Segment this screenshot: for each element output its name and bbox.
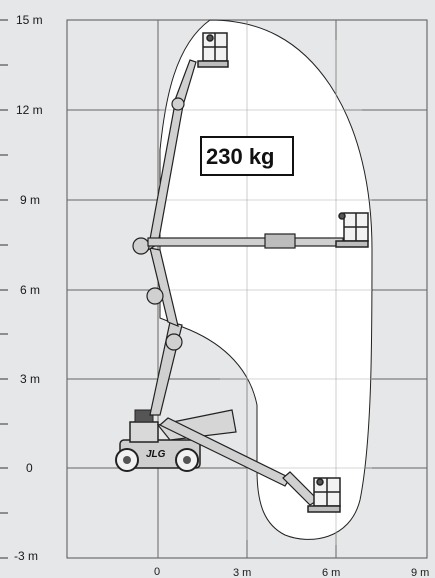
platform-top xyxy=(197,32,229,68)
y-label-9m: 9 m xyxy=(20,193,40,207)
y-label-3m: 3 m xyxy=(20,372,40,386)
x-label-9m: 9 m xyxy=(411,567,429,578)
x-label-6m: 6 m xyxy=(322,567,340,578)
y-ticks xyxy=(0,19,8,559)
machine-logo: JLG xyxy=(146,449,166,460)
boom-horizontal xyxy=(147,233,344,249)
x-label-0: 0 xyxy=(154,566,160,578)
y-label-12m: 12 m xyxy=(16,103,43,117)
y-label-0: 0 xyxy=(26,461,33,475)
capacity-label: 230 kg xyxy=(206,144,275,169)
platform-low xyxy=(307,477,341,513)
y-label-minus-3m: -3 m xyxy=(14,549,38,563)
machine-base: JLG xyxy=(115,409,237,472)
capacity-box: 230 kg xyxy=(200,136,294,176)
y-label-15m: 15 m xyxy=(16,13,43,27)
envelope-grid xyxy=(160,20,372,545)
platform-middle xyxy=(335,212,369,248)
x-label-3m: 3 m xyxy=(233,567,251,578)
y-label-6m: 6 m xyxy=(20,283,40,297)
boom-vertical xyxy=(132,59,197,416)
